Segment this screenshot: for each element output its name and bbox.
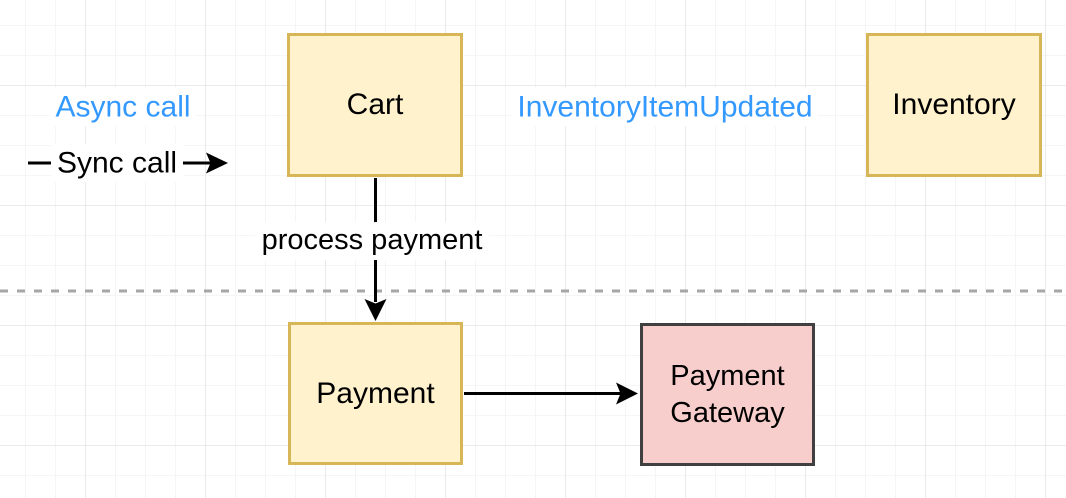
node-cart-label: Cart bbox=[346, 88, 404, 122]
node-payment[interactable]: Payment bbox=[288, 322, 463, 465]
node-inventory[interactable]: Inventory bbox=[866, 33, 1042, 177]
annotation-inventory-item-updated[interactable]: InventoryItemUpdated bbox=[511, 87, 819, 127]
edge-label-process-payment[interactable]: process payment bbox=[255, 222, 489, 260]
node-payment-gateway-label: Payment Gateway bbox=[670, 360, 785, 429]
node-inventory-label: Inventory bbox=[892, 88, 1016, 122]
arrowhead-down-icon bbox=[364, 299, 387, 321]
node-payment-label: Payment bbox=[316, 376, 435, 410]
node-payment-gateway[interactable]: Payment Gateway bbox=[640, 323, 815, 466]
edge-payment-to-gateway[interactable] bbox=[464, 382, 638, 405]
arrowhead-right-icon bbox=[616, 382, 638, 405]
arrowhead-right-icon bbox=[206, 152, 228, 174]
legend-sync-call-label[interactable]: Sync call bbox=[50, 143, 184, 183]
node-cart[interactable]: Cart bbox=[287, 33, 463, 177]
legend-async-call-label[interactable]: Async call bbox=[49, 87, 197, 127]
